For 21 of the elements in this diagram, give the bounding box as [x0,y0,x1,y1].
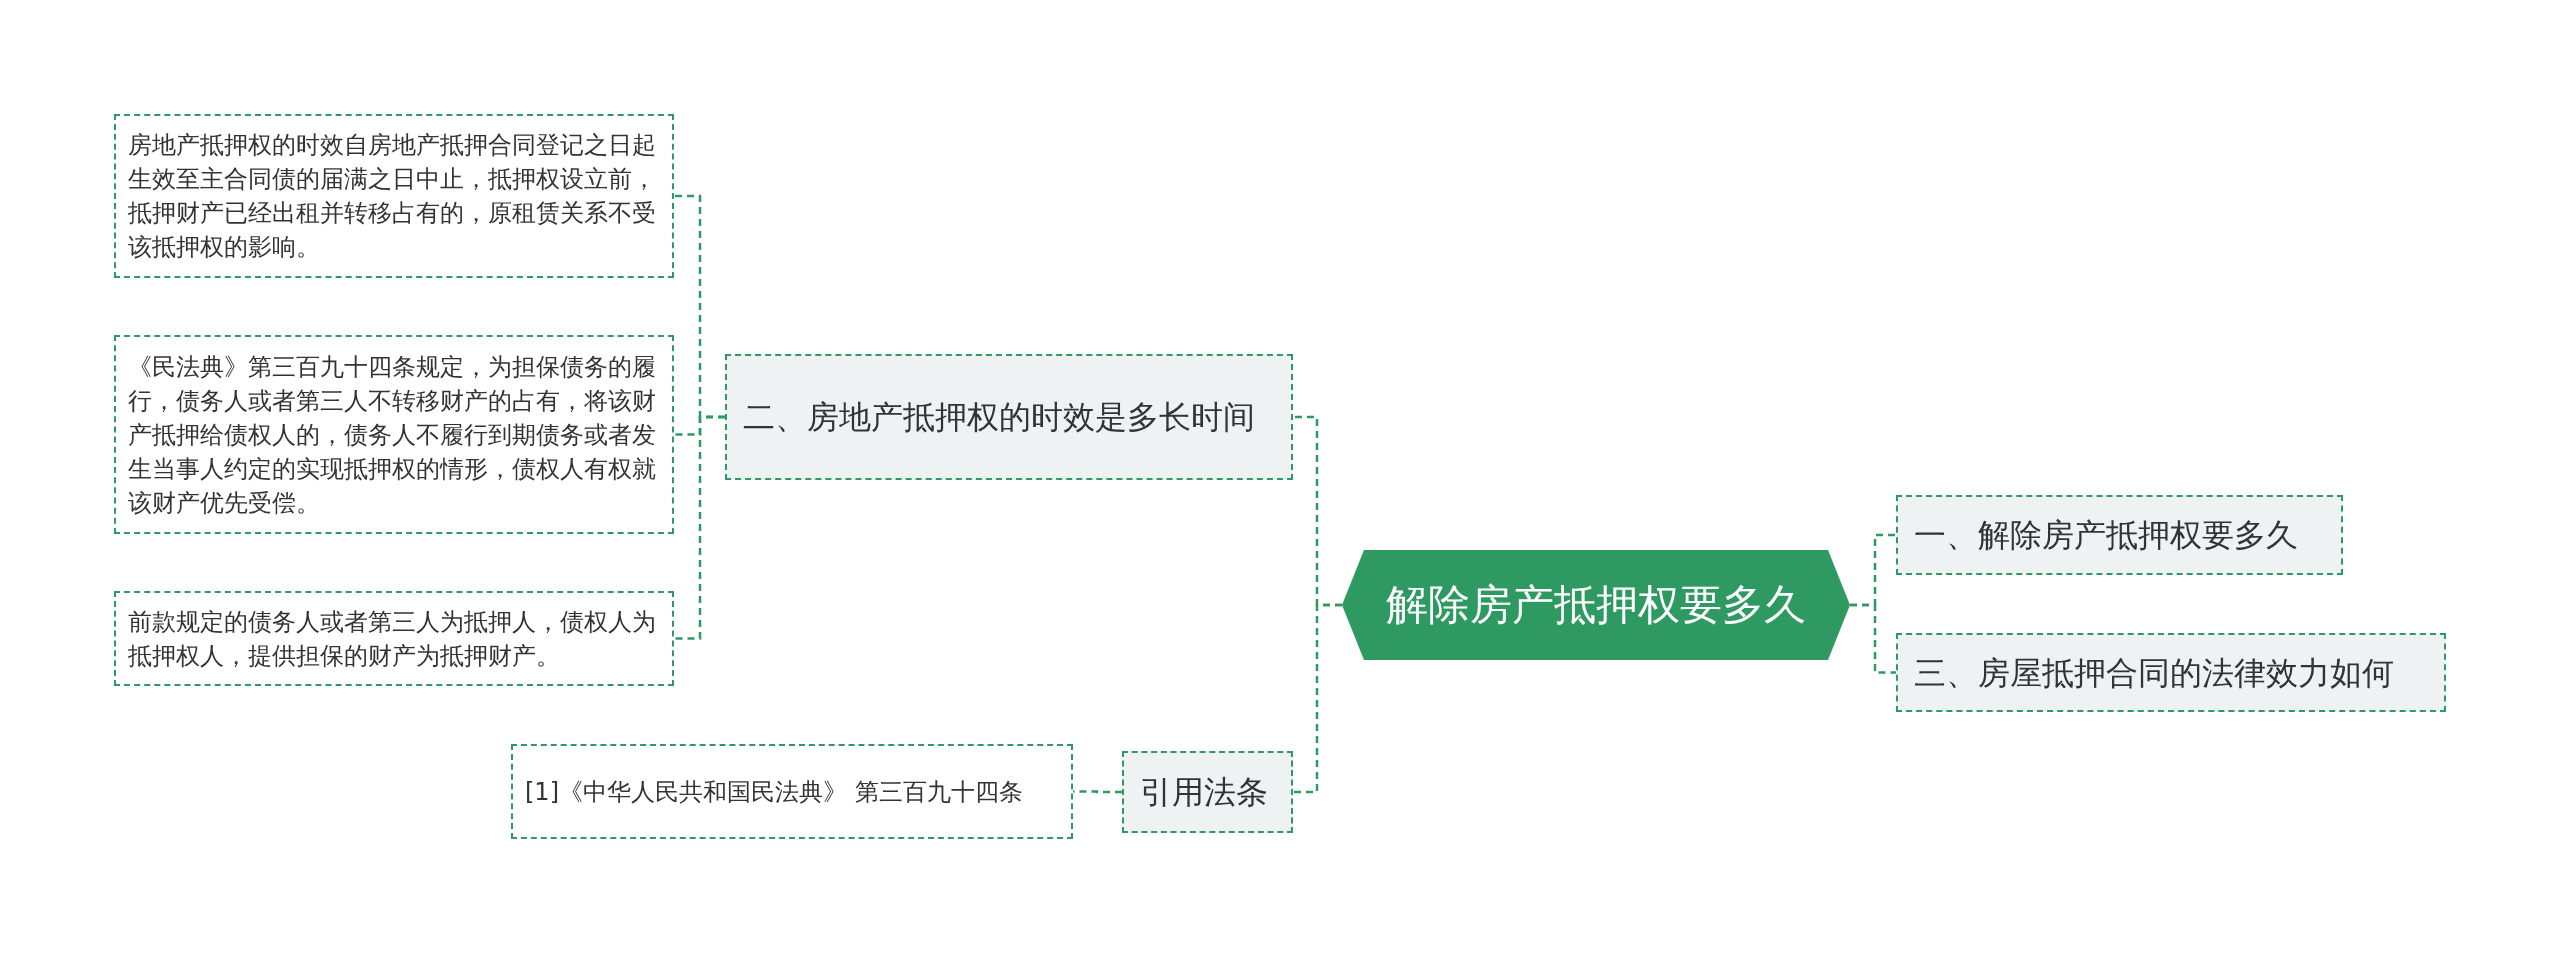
topic-text: 二、房地产抵押权的时效是多长时间 [743,397,1255,438]
note-box [114,114,674,278]
topic-text: 一、解除房产抵押权要多久 [1914,515,2298,556]
topic-text: 《民法典》第三百九十四条规定，为担保债务的履行，债务人或者第三人不转移财产的占有，将该财产抵押给债权人的，债务人不履行到期债务或者发生当事人约定的实现抵押权的情形，债权人有权就该财产优先受偿。 [128,351,657,519]
topic-box [725,354,1293,480]
topic-text: [1]《中华人民共和国民法典》 第三百九十四条 [525,776,1023,808]
topic-text: 解除房产抵押权要多久 [1386,579,1806,631]
note-box [114,335,674,534]
topic-box [1896,495,2343,575]
note-box [511,744,1073,839]
topic-text: 房地产抵押权的时效自房地产抵押合同登记之日起生效至主合同债的届满之日中止，抵押权设立前，抵押财产已经出租并转移占有的，原租赁关系不受该抵押权的影响。 [128,130,657,263]
topic-text: 引用法条 [1140,772,1268,813]
topic-box [1122,751,1293,833]
topic-box [1896,633,2446,712]
central-topic-hexagon [1342,550,1850,660]
topic-text: 三、房屋抵押合同的法律效力如何 [1914,652,2394,694]
connector-line [1850,603,1896,674]
note-box [114,591,674,686]
connector-line [674,415,725,640]
connector-line [1293,603,1342,794]
topic-text: 前款规定的债务人或者第三人为抵押人，债权人为抵押权人，提供担保的财产为抵押财产。 [128,606,657,672]
